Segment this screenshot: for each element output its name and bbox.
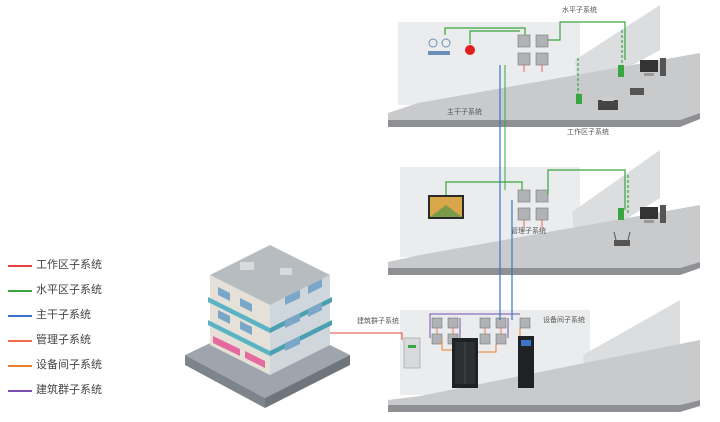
backbone-cable [499, 65, 513, 320]
campus-link-cable [330, 332, 403, 340]
floor-edge [388, 113, 700, 127]
server-rack-icon [452, 338, 478, 388]
patch-panels [517, 34, 549, 66]
backbone-subsystem-label: 主干子系统 [447, 107, 482, 116]
floor-bottom: 建筑群子系统 设备间子系统 [357, 300, 700, 412]
distribution-box-icon [403, 337, 421, 369]
campus-subsystem-label: 建筑群子系统 [357, 316, 399, 325]
equipment-subsystem-label: 设备间子系统 [543, 315, 585, 324]
legend-label: 管理子系统 [36, 333, 91, 346]
legend-swatch [8, 315, 32, 317]
work-area-subsystem-label: 工作区子系统 [567, 127, 609, 136]
legend-swatch [8, 390, 32, 392]
legend-label: 设备间子系统 [36, 358, 102, 371]
computer-icon [640, 58, 666, 76]
floor-slab [388, 340, 700, 405]
outlet-icon [576, 94, 582, 104]
legend-item-work-area: 工作区子系统 [8, 256, 178, 281]
legend-label: 水平区子系统 [36, 283, 102, 296]
legend-item-horizontal: 水平区子系统 [8, 281, 178, 306]
legend: 工作区子系统 水平区子系统 主干子系统 管理子系统 设备间子系统 建筑群子系统 [8, 256, 178, 406]
legend-swatch [8, 365, 32, 367]
floor-middle: 管理子系统 [388, 150, 700, 275]
building-illustration [185, 245, 350, 408]
work-area-cable [523, 65, 543, 72]
phone-icon [630, 88, 644, 95]
legend-item-management: 管理子系统 [8, 331, 178, 356]
legend-item-equipment: 设备间子系统 [8, 356, 178, 381]
printer-icon [598, 97, 618, 110]
monitor-icon [428, 195, 464, 219]
horizontal-cable [444, 21, 626, 100]
management-subsystem-label: 管理子系统 [511, 226, 546, 235]
patch-panels [517, 189, 549, 221]
campus-cable [429, 313, 520, 338]
equipment-cable [441, 328, 521, 353]
horizontal-cable [445, 169, 629, 215]
floor-edge [388, 262, 700, 275]
legend-swatch [8, 340, 32, 342]
computer-icon [640, 205, 666, 223]
legend-swatch [8, 290, 32, 292]
legend-item-campus: 建筑群子系统 [8, 381, 178, 406]
work-area-cable [523, 220, 543, 228]
router-icon [613, 231, 631, 246]
outlet-icon [618, 208, 624, 220]
floor-top: 水平子系统 主干子系统 工作区子系统 [388, 5, 700, 136]
legend-swatch [8, 265, 32, 267]
horizontal-subsystem-label: 水平子系统 [562, 5, 597, 14]
socket-icon [428, 38, 451, 55]
legend-item-backbone: 主干子系统 [8, 306, 178, 331]
floor-slab [388, 205, 700, 268]
outlet-icon [618, 65, 624, 77]
alarm-icon [465, 45, 475, 55]
management-cable [436, 328, 502, 334]
server-rack-icon [518, 336, 534, 388]
legend-label: 主干子系统 [36, 308, 91, 321]
legend-label: 建筑群子系统 [36, 383, 102, 396]
legend-label: 工作区子系统 [36, 258, 102, 271]
floor-edge [388, 400, 700, 412]
